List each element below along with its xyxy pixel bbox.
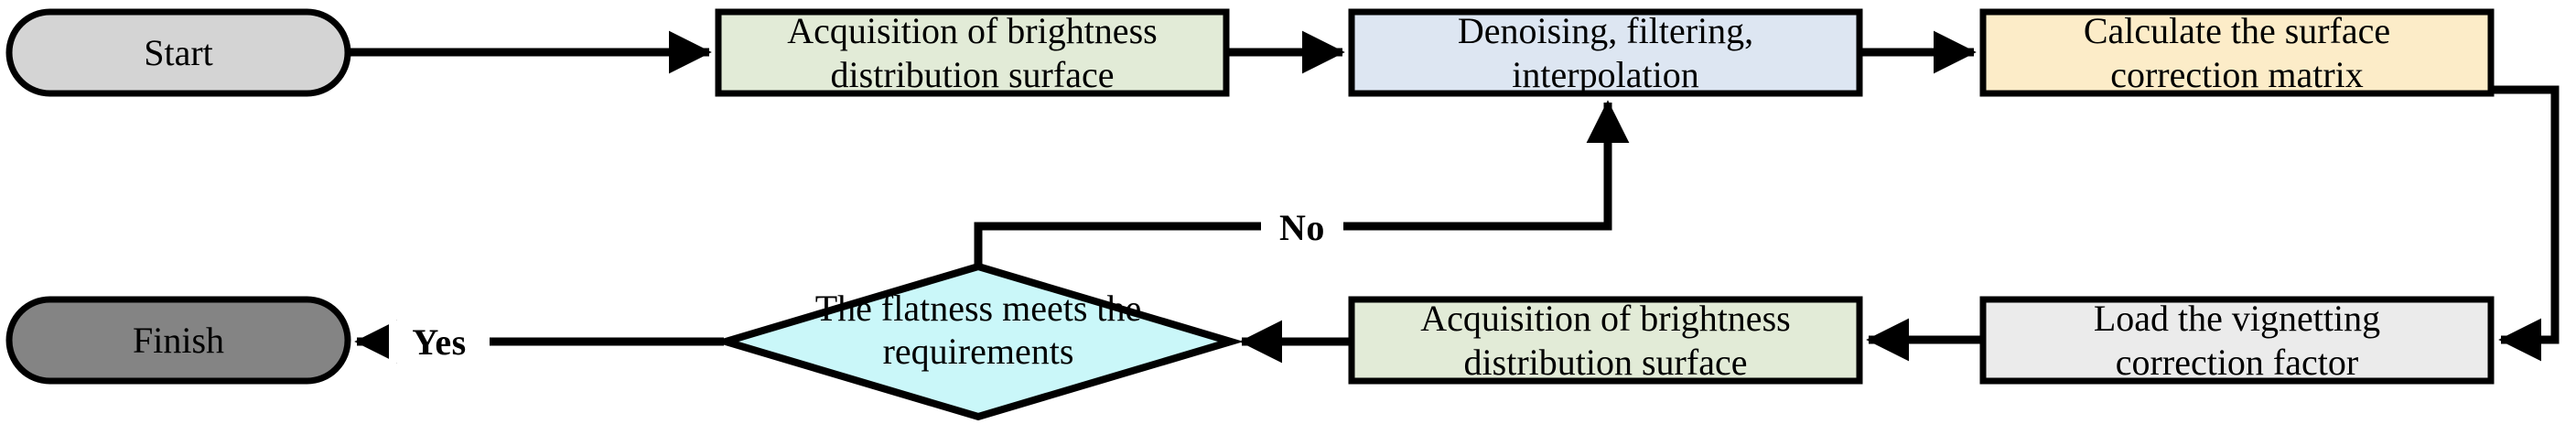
- node-acquire-top-shape[interactable]: [715, 8, 1230, 97]
- node-denoise-shape[interactable]: [1348, 8, 1863, 97]
- node-calc-matrix-shape[interactable]: [1979, 8, 2495, 97]
- node-start-shape[interactable]: [5, 8, 351, 97]
- edge-calc-to-load: [2492, 85, 2560, 362]
- node-acquire-bottom-shape[interactable]: [1348, 296, 1863, 385]
- node-load-factor-shape[interactable]: [1979, 296, 2495, 385]
- node-decision-shape[interactable]: [712, 262, 1245, 421]
- edge-decision-no-to-denoise: [974, 100, 1630, 266]
- node-finish-shape[interactable]: [5, 296, 351, 385]
